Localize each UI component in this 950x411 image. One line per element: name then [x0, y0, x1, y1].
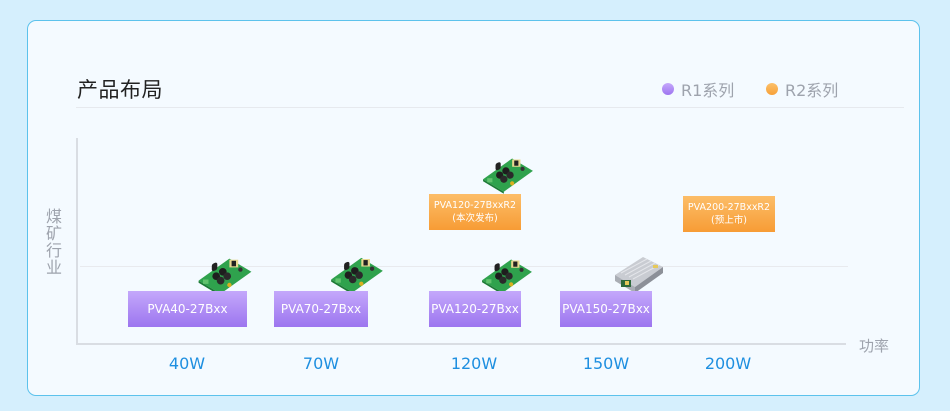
- x-tick-150w: 150W: [582, 354, 630, 373]
- y-axis: [76, 138, 78, 345]
- pcb-module-icon: [329, 251, 385, 295]
- x-tick-70w: 70W: [302, 354, 340, 373]
- pcb-module-icon: [481, 152, 535, 194]
- product-label-box[interactable]: PVA40-27Bxx: [128, 291, 247, 327]
- product-label-box[interactable]: PVA120-27BxxR2 (本次发布): [429, 194, 521, 230]
- legend-label-r2: R2系列: [785, 81, 839, 100]
- legend-item-r1: R1系列: [662, 77, 734, 101]
- product-note: (预上市): [711, 215, 747, 226]
- title-divider: [76, 107, 904, 108]
- product-name: PVA40-27Bxx: [147, 302, 228, 316]
- product-name: PVA120-27Bxx: [431, 302, 519, 316]
- product-name: PVA150-27Bxx: [562, 302, 650, 316]
- legend-dot-r1-icon: [662, 83, 674, 95]
- pcb-module-icon: [196, 252, 254, 296]
- legend-item-r2: R2系列: [766, 77, 838, 101]
- legend-dot-r2-icon: [766, 83, 778, 95]
- product-name: PVA70-27Bxx: [280, 302, 362, 316]
- row-divider: [80, 266, 848, 267]
- product-label-box[interactable]: PVA200-27BxxR2 (预上市): [683, 196, 775, 232]
- product-name: PVA200-27BxxR2: [687, 202, 771, 213]
- y-axis-label: 煤矿行业: [45, 207, 62, 277]
- product-label-box[interactable]: PVA150-27Bxx: [560, 291, 652, 327]
- page-title: 产品布局: [77, 78, 163, 102]
- product-name: PVA120-27BxxR2: [433, 200, 517, 211]
- product-label-box[interactable]: PVA120-27Bxx: [429, 291, 521, 327]
- legend-label-r1: R1系列: [681, 81, 735, 100]
- x-tick-200w: 200W: [704, 354, 752, 373]
- product-note: (本次发布): [452, 213, 498, 224]
- product-label-box[interactable]: PVA70-27Bxx: [274, 291, 368, 327]
- x-tick-40w: 40W: [168, 354, 206, 373]
- pcb-module-icon: [480, 253, 534, 295]
- enclosed-psu-icon: [613, 252, 665, 294]
- x-axis: [76, 343, 846, 345]
- x-tick-120w: 120W: [450, 354, 498, 373]
- x-axis-label: 功率: [859, 337, 890, 355]
